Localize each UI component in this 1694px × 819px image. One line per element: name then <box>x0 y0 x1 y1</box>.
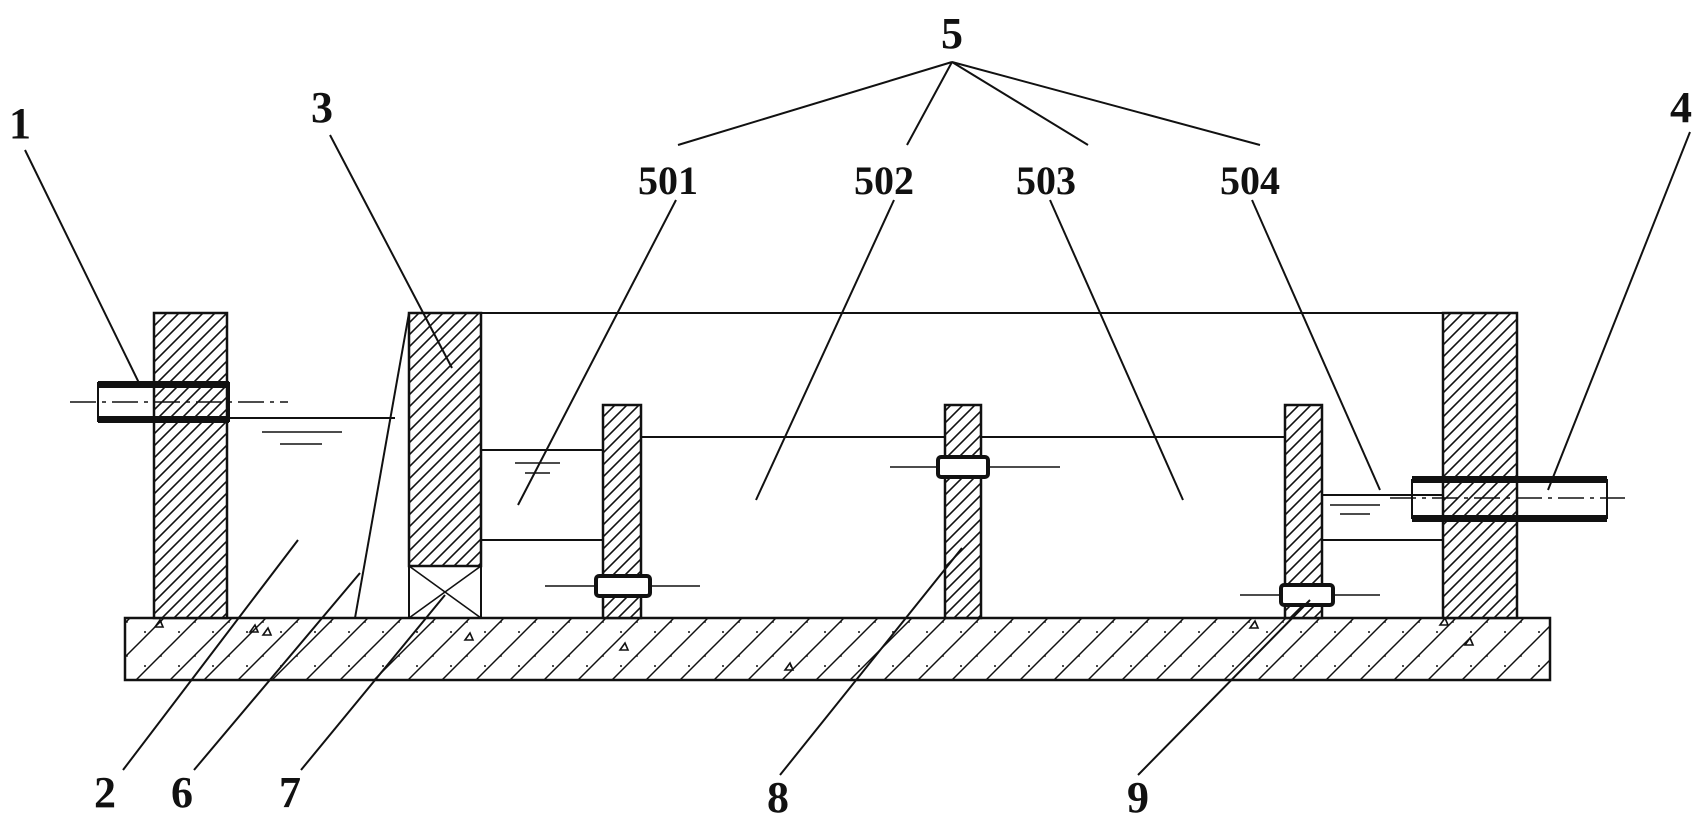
connector-pipe-low-right <box>1240 583 1380 607</box>
label-7: 7 <box>279 768 301 817</box>
filter-media-502 <box>640 436 946 619</box>
outlet-wall <box>1441 311 1519 620</box>
leader-lines <box>24 61 1691 776</box>
gravel-501 <box>480 539 604 619</box>
label-9: 9 <box>1127 773 1149 819</box>
label-502: 502 <box>854 158 914 203</box>
label-501: 501 <box>638 158 698 203</box>
concrete-base <box>123 616 1552 682</box>
wall-3 <box>407 311 483 568</box>
label-6: 6 <box>171 768 193 817</box>
label-8: 8 <box>767 773 789 819</box>
partition-wall-b <box>943 403 983 620</box>
base-aggregate-marks <box>153 616 1475 671</box>
label-2: 2 <box>94 768 116 817</box>
filter-media-503 <box>980 436 1286 619</box>
sluice-plate <box>354 312 410 619</box>
outlet-pipe <box>1390 476 1625 522</box>
label-503: 503 <box>1016 158 1076 203</box>
connector-pipe-low-left <box>545 574 700 598</box>
label-1: 1 <box>9 99 31 148</box>
gravel-504 <box>1321 539 1444 619</box>
inlet-pipe <box>70 381 288 423</box>
label-504: 504 <box>1220 158 1280 203</box>
label-3: 3 <box>311 83 333 132</box>
connector-pipe-high <box>890 455 1060 479</box>
label-5: 5 <box>941 9 963 58</box>
inlet-wall <box>152 311 229 620</box>
label-4: 4 <box>1670 83 1692 132</box>
